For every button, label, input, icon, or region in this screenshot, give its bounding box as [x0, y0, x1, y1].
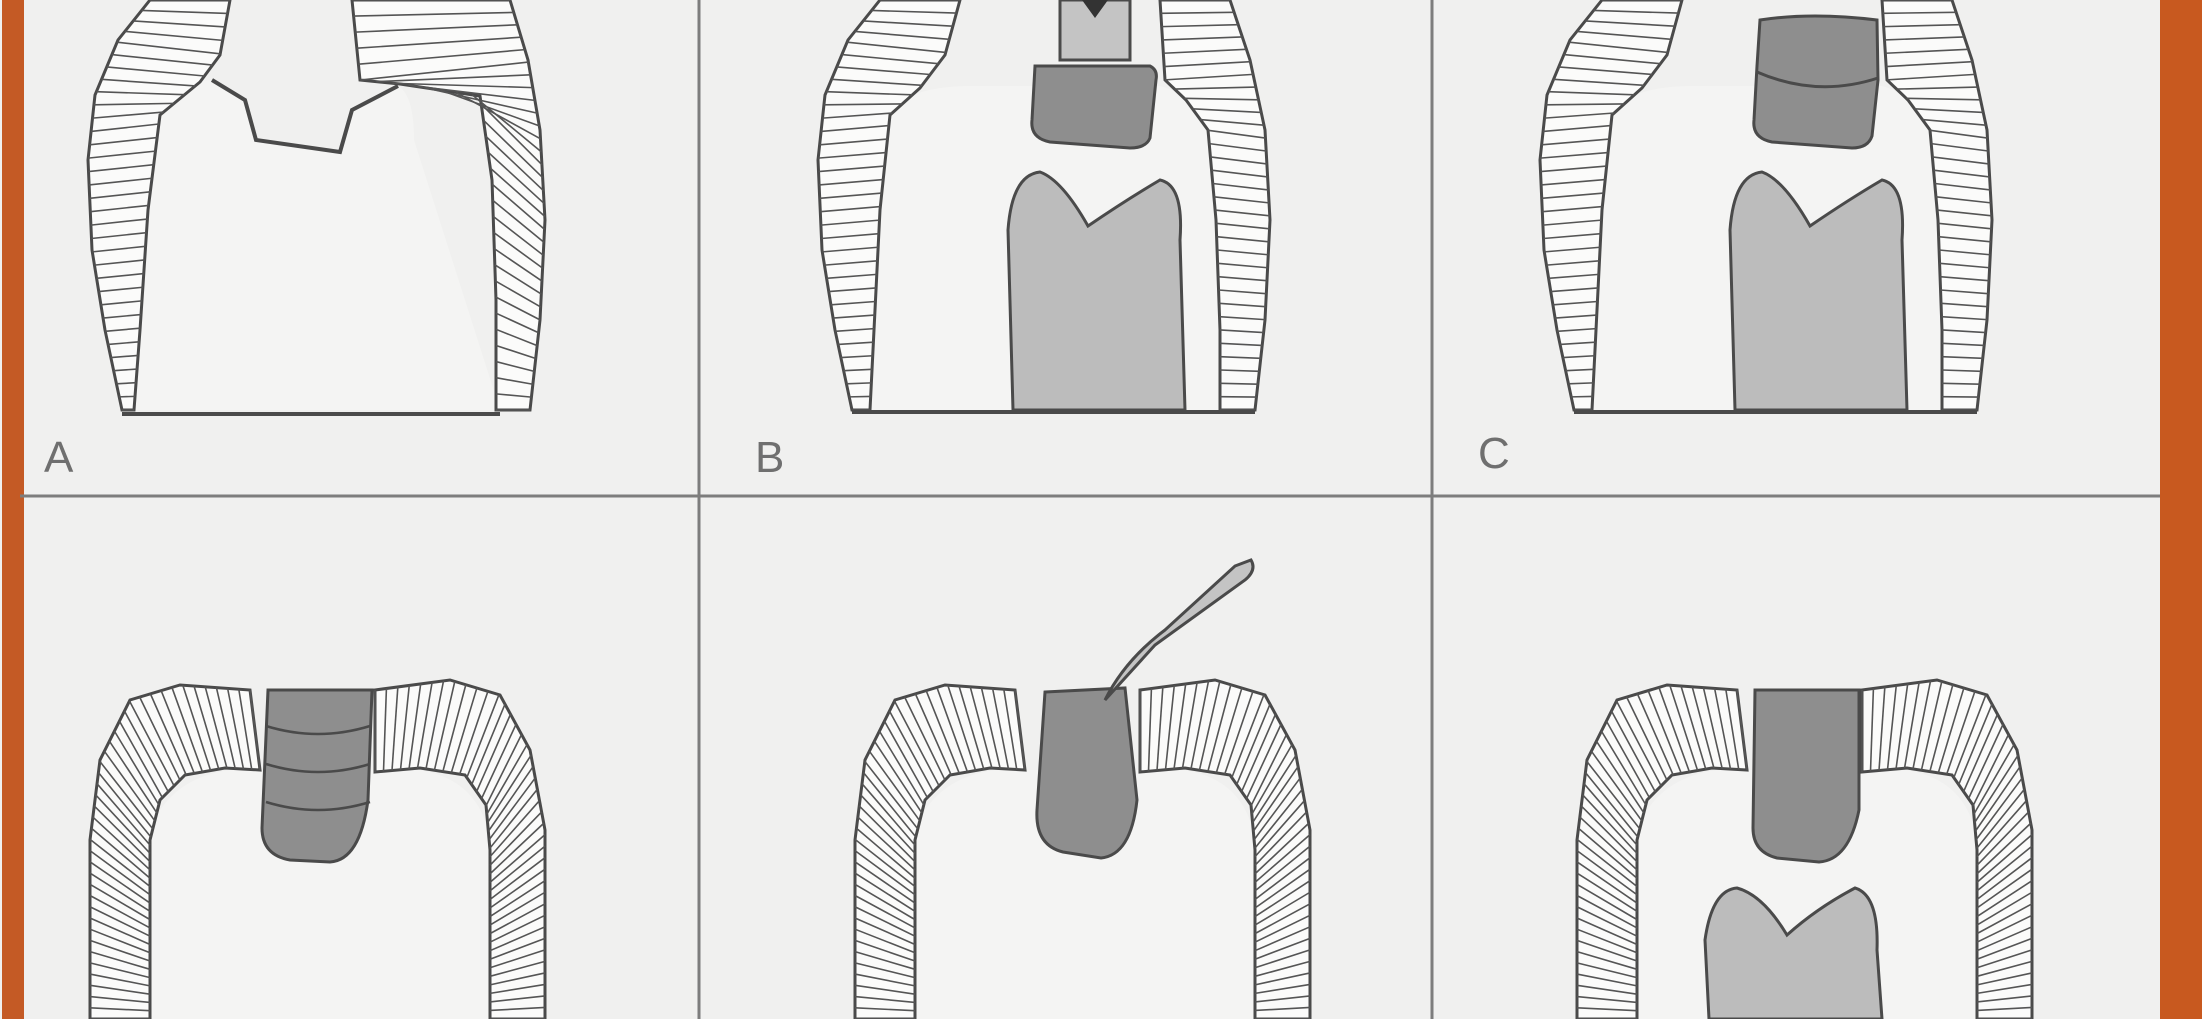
condenser-instrument: [1105, 560, 1253, 700]
composite-increment: [1032, 66, 1157, 148]
panel-d-layered-restoration: [90, 680, 545, 1019]
panel-a-cavity-preparation: [88, 0, 545, 414]
dentin: [125, 80, 500, 410]
panel-b-first-increment: [818, 0, 1270, 412]
panel-label-c: C: [1478, 432, 1510, 476]
panel-c-layered-increments: [1540, 0, 1992, 412]
bulk-restoration: [1037, 688, 1137, 858]
completed-restoration: [1753, 690, 1859, 862]
layered-restoration: [262, 690, 372, 862]
panel-label-b: B: [755, 436, 784, 480]
panel-label-a: A: [44, 436, 73, 480]
panel-e-instrument-placement: [855, 560, 1310, 1019]
panel-f-completed-restoration: [1577, 680, 2032, 1019]
